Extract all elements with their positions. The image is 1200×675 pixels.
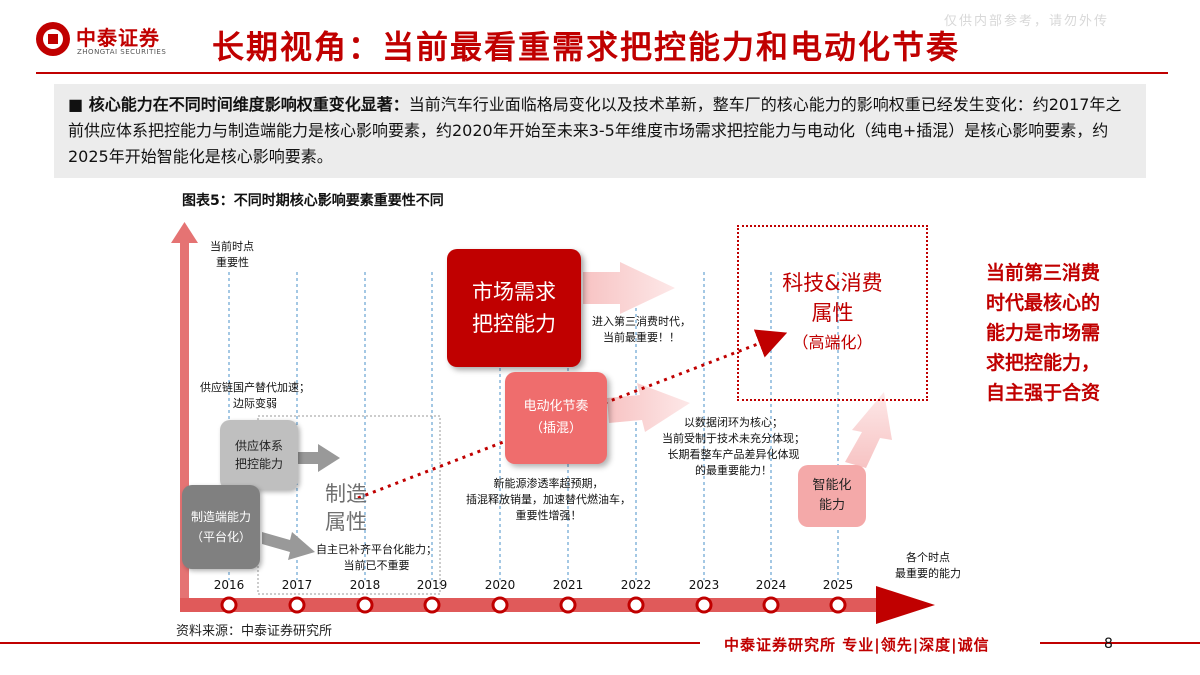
watermark: 仅供内部参考，请勿外传: [944, 14, 1110, 29]
year-label: 2024: [755, 578, 787, 592]
footer-slogan: 中泰证券研究所 专业|领先|深度|诚信: [724, 636, 990, 654]
callout-line2: 时代最核心的: [985, 292, 1100, 314]
market-note-line2: 当前最重要！！: [603, 331, 680, 344]
logo-text: 中泰证券: [76, 26, 160, 50]
year-label: 2019: [416, 578, 448, 592]
summary-lead: ■ 核心能力在不同时间维度影响权重变化显著：: [68, 95, 409, 114]
callout-line3: 能力是市场需: [985, 322, 1100, 344]
ev-note-line1: 新能源渗透率超预期，: [493, 477, 604, 490]
year-label: 2018: [349, 578, 381, 592]
platform-note-line2: 当前已不重要: [343, 559, 410, 572]
platform-note: 自主已补齐平台化能力； 当前已不重要: [316, 542, 437, 574]
key-callout: 当前第三消费 时代最核心的 能力是市场需 求把控能力， 自主强于合资: [968, 258, 1118, 408]
year-label: 2023: [688, 578, 720, 592]
market-box-line1: 市场需求: [472, 280, 556, 304]
supply-note: 供应链国产替代加速； 边际变弱: [200, 380, 310, 412]
logo-mark-icon: [36, 22, 70, 56]
ev-note: 新能源渗透率超预期， 插混释放销量，加速替代燃油车， 重要性增强！: [466, 476, 631, 524]
ev-box-line2: （插混）: [529, 421, 582, 436]
year-label: 2025: [822, 578, 854, 592]
smart-arrow: [845, 392, 892, 468]
y-axis-arrow: [171, 222, 198, 605]
manufacturing-box: 制造端能力 （平台化）: [182, 485, 260, 569]
data-note-line3: 长期看整车产品差异化体现: [667, 448, 800, 461]
x-axis-label-line2: 最重要的能力: [895, 567, 961, 580]
smart-box-line2: 能力: [818, 498, 845, 513]
ev-note-line2: 插混释放销量，加速替代燃油车，: [466, 493, 631, 506]
data-loop-note: 以数据闭环为核心； 当前受制于技术未充分体现； 长期看整车产品差异化体现 的最重…: [662, 415, 805, 479]
data-note-line2: 当前受制于技术未充分体现；: [662, 432, 805, 445]
tech-box-line3: （高端化）: [792, 333, 873, 352]
year-label: 2021: [552, 578, 584, 592]
figure-title: 图表5：不同时期核心影响要素重要性不同: [182, 193, 444, 209]
smart-box-line1: 智能化: [812, 478, 852, 493]
market-box-line2: 把控能力: [472, 312, 556, 336]
callout-line5: 自主强于合资: [985, 382, 1100, 404]
platform-arrow: [262, 532, 315, 560]
y-axis-label: 当前时点 重要性: [210, 239, 254, 271]
tech-consumer-box: 科技&消费 属性 （高端化）: [737, 225, 928, 401]
market-note-line1: 进入第三消费时代，: [592, 315, 691, 328]
callout-line4: 求把控能力，: [985, 352, 1100, 374]
mfg-attr-line1: 制造: [325, 482, 367, 506]
ev-note-line3: 重要性增强！: [515, 509, 582, 522]
market-arrow: [583, 262, 675, 314]
x-axis-label-line1: 各个时点: [906, 551, 950, 564]
logo-subtext: ZHONGTAI SECURITIES: [77, 48, 167, 56]
year-markers: [220, 596, 847, 614]
ev-box-line1: 电动化节奏: [523, 399, 589, 414]
y-axis-label-line1: 当前时点: [210, 240, 254, 253]
platform-note-line1: 自主已补齐平台化能力；: [316, 543, 437, 556]
page-number: 8: [1104, 636, 1113, 652]
supply-note-line1: 供应链国产替代加速；: [200, 381, 310, 394]
supply-box-line1: 供应体系: [234, 439, 283, 453]
x-axis-label: 各个时点 最重要的能力: [895, 550, 961, 582]
trend-dotted-arrow: [357, 329, 788, 500]
summary-text: ■ 核心能力在不同时间维度影响权重变化显著：当前汽车行业面临格局变化以及技术革新…: [68, 92, 1134, 170]
slide-title: 长期视角：当前最看重需求把控能力和电动化节奏: [212, 28, 961, 66]
source-note: 资料来源：中泰证券研究所: [176, 624, 333, 639]
mfg-attr-line2: 属性: [325, 510, 367, 534]
mfg-box-line1: 制造端能力: [190, 510, 251, 524]
year-label: 2020: [484, 578, 516, 592]
year-label: 2022: [620, 578, 652, 592]
mfg-box-line2: （平台化）: [190, 530, 251, 544]
manufacturing-attribute-label: 制造 属性: [321, 480, 371, 536]
y-axis-label-line2: 重要性: [216, 256, 249, 269]
tech-box-line2: 属性: [811, 301, 854, 325]
ev-rhythm-box: 电动化节奏 （插混）: [505, 372, 607, 464]
title-divider: [36, 72, 1168, 74]
supply-note-line2: 边际变弱: [233, 397, 277, 410]
supply-box-line2: 把控能力: [234, 457, 283, 471]
summary-body: 当前汽车行业面临格局变化以及技术革新，整车厂的核心能力的影响权重已经发生变化：约…: [68, 95, 1122, 166]
supply-chain-box: 供应体系把控能力: [220, 420, 298, 490]
footer-rule-right: [1040, 642, 1200, 644]
market-demand-box: 市场需求把控能力: [447, 249, 581, 367]
data-note-line4: 的最重要能力！: [695, 464, 772, 477]
ev-arrow: [607, 383, 690, 432]
footer-rule-left: [0, 642, 700, 644]
supply-arrow: [298, 444, 340, 472]
smart-box: 智能化能力: [798, 465, 866, 527]
data-note-line1: 以数据闭环为核心；: [684, 416, 783, 429]
market-note: 进入第三消费时代， 当前最重要！！: [592, 314, 691, 346]
tech-box-line1: 科技&消费: [782, 271, 883, 295]
year-label: 2016: [213, 578, 245, 592]
callout-line1: 当前第三消费: [985, 262, 1100, 284]
year-label: 2017: [281, 578, 313, 592]
summary-box: ■ 核心能力在不同时间维度影响权重变化显著：当前汽车行业面临格局变化以及技术革新…: [54, 84, 1146, 178]
